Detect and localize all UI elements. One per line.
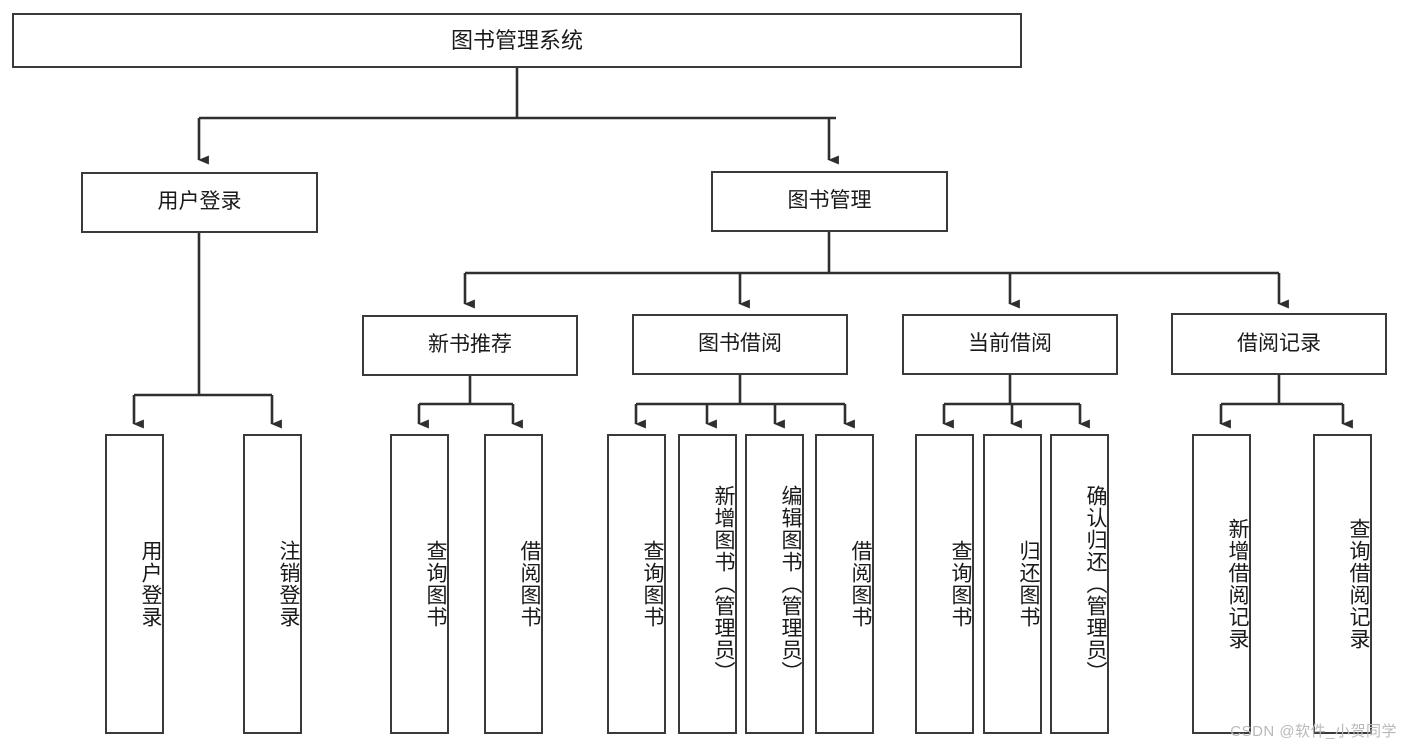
node-leaf-query-book-3-label: 查询图书 [949,540,972,628]
node-borrow-record-label: 借阅记录 [1237,331,1321,355]
node-book-manage-label: 图书管理 [787,189,872,213]
node-user-login[interactable]: 用户登录 [81,172,318,233]
node-leaf-user-login-label: 用户登录 [139,540,162,628]
node-root-label: 图书管理系统 [450,27,583,53]
node-leaf-query-book-1-label: 查询图书 [424,540,447,628]
node-leaf-logout[interactable]: 注销登录 [243,434,302,734]
node-leaf-query-record-label: 查询借阅记录 [1347,518,1370,650]
node-user-login-label: 用户登录 [157,190,242,214]
node-current-borrow[interactable]: 当前借阅 [902,314,1118,375]
node-leaf-logout-label: 注销登录 [277,540,300,628]
node-leaf-return-book-label: 归还图书 [1017,540,1040,628]
node-leaf-return-book[interactable]: 归还图书 [983,434,1042,734]
node-leaf-query-book-2-label: 查询图书 [641,540,664,628]
node-root[interactable]: 图书管理系统 [12,13,1022,68]
node-leaf-borrow-book-2[interactable]: 借阅图书 [815,434,874,734]
node-leaf-query-book-3[interactable]: 查询图书 [915,434,974,734]
node-borrow-record[interactable]: 借阅记录 [1171,313,1387,375]
node-leaf-borrow-book-2-label: 借阅图书 [849,540,872,628]
node-new-book-rec[interactable]: 新书推荐 [362,315,578,376]
node-leaf-query-record[interactable]: 查询借阅记录 [1313,434,1372,734]
node-leaf-confirm-return[interactable]: 确认归还（管理员） [1050,434,1109,734]
node-leaf-edit-book[interactable]: 编辑图书（管理员） [745,434,804,734]
node-new-book-rec-label: 新书推荐 [428,333,512,357]
node-leaf-query-book-2[interactable]: 查询图书 [607,434,666,734]
node-book-borrow[interactable]: 图书借阅 [632,314,848,375]
node-leaf-borrow-book-1[interactable]: 借阅图书 [484,434,543,734]
node-leaf-add-book[interactable]: 新增图书（管理员） [678,434,737,734]
node-leaf-add-record-label: 新增借阅记录 [1226,518,1249,650]
node-leaf-user-login[interactable]: 用户登录 [105,434,164,734]
node-leaf-add-book-label: 新增图书（管理员） [712,485,735,683]
node-book-manage[interactable]: 图书管理 [711,171,948,232]
node-book-borrow-label: 图书借阅 [698,332,782,356]
node-leaf-add-record[interactable]: 新增借阅记录 [1192,434,1251,734]
node-leaf-query-book-1[interactable]: 查询图书 [390,434,449,734]
node-leaf-confirm-return-label: 确认归还（管理员） [1084,485,1107,683]
node-leaf-edit-book-label: 编辑图书（管理员） [779,485,802,683]
node-current-borrow-label: 当前借阅 [968,332,1052,356]
node-leaf-borrow-book-1-label: 借阅图书 [518,540,541,628]
